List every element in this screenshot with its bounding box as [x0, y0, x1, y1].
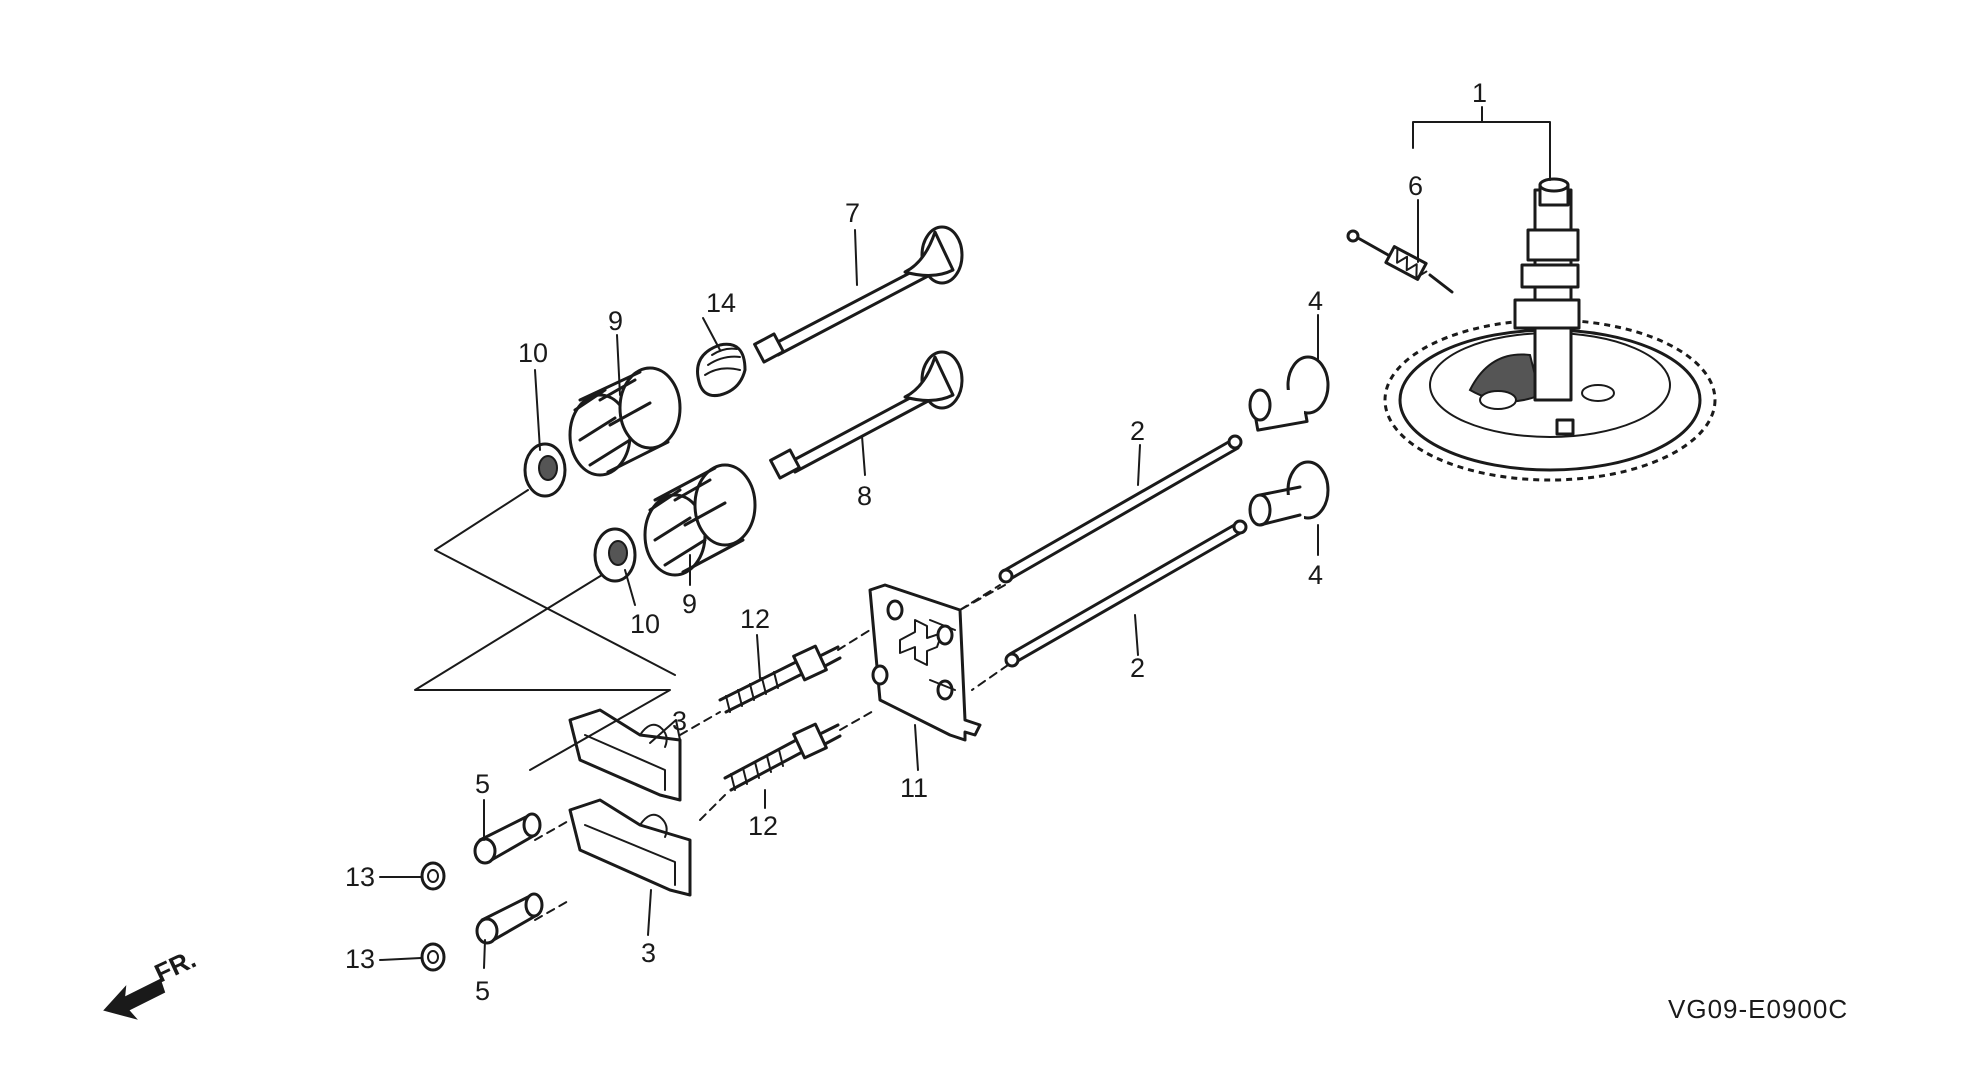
- valve-spring-lower[interactable]: [643, 463, 757, 577]
- valve-retainer-upper[interactable]: [523, 442, 567, 498]
- callout-1: 1: [1472, 78, 1487, 108]
- rocker-arm-pivot-lower[interactable]: [475, 892, 544, 945]
- valve-lifter-upper[interactable]: [1248, 355, 1330, 432]
- exhaust-valve[interactable]: [769, 350, 964, 480]
- diagram-code: VG09-E0900C: [1668, 994, 1848, 1024]
- callout-5-upper: 5: [475, 769, 490, 799]
- push-rod-guide-plate[interactable]: [868, 583, 982, 742]
- decompressor-spring[interactable]: [1346, 229, 1454, 294]
- callout-4-upper: 4: [1308, 286, 1323, 316]
- callout-13-upper: 13: [345, 862, 375, 892]
- pivot-lock-nut-lower[interactable]: [420, 942, 446, 972]
- callout-2-upper: 2: [1130, 416, 1145, 446]
- rocker-pivot-bolt-upper[interactable]: [718, 644, 842, 714]
- assembly-guide-lines: [414, 489, 726, 921]
- leader-lines: [379, 106, 1551, 969]
- valve-spring-upper[interactable]: [568, 366, 682, 477]
- callout-4-lower: 4: [1308, 560, 1323, 590]
- camshaft[interactable]: [1513, 177, 1581, 402]
- rocker-arm-upper[interactable]: [568, 708, 682, 802]
- front-direction-arrow: FR.: [103, 944, 201, 1020]
- callout-5-lower: 5: [475, 976, 490, 1006]
- callout-3-upper: 3: [672, 706, 687, 736]
- callout-9-lower: 9: [682, 589, 697, 619]
- valve-retainer-lower[interactable]: [593, 527, 637, 583]
- push-rod-upper[interactable]: [998, 434, 1243, 584]
- callouts: 1 2 2 3 3 4 4 5 5 6 7 8 9 9 10 10 11 12 …: [345, 78, 1487, 1006]
- callout-8: 8: [857, 481, 872, 511]
- callout-2-lower: 2: [1130, 653, 1145, 683]
- rocker-pivot-bolt-lower[interactable]: [723, 722, 842, 792]
- intake-valve[interactable]: [753, 225, 964, 364]
- callout-11: 11: [900, 773, 928, 803]
- pivot-lock-nut-upper[interactable]: [420, 861, 446, 891]
- callout-12-upper: 12: [740, 604, 770, 634]
- callout-7: 7: [845, 198, 860, 228]
- push-rod-lower[interactable]: [1004, 519, 1248, 668]
- valve-lifter-lower[interactable]: [1248, 460, 1330, 527]
- valve-stem-seal[interactable]: [696, 342, 747, 397]
- rocker-arm-pivot-upper[interactable]: [473, 812, 542, 865]
- callout-13-lower: 13: [345, 944, 375, 974]
- callout-9-upper: 9: [608, 306, 623, 336]
- callout-14: 14: [706, 288, 736, 318]
- callout-3-lower: 3: [641, 938, 656, 968]
- callout-12-lower: 12: [748, 811, 778, 841]
- callout-10-upper: 10: [518, 338, 548, 368]
- callout-6: 6: [1408, 171, 1423, 201]
- rocker-arm-lower[interactable]: [568, 798, 692, 897]
- callout-10-lower: 10: [630, 609, 660, 639]
